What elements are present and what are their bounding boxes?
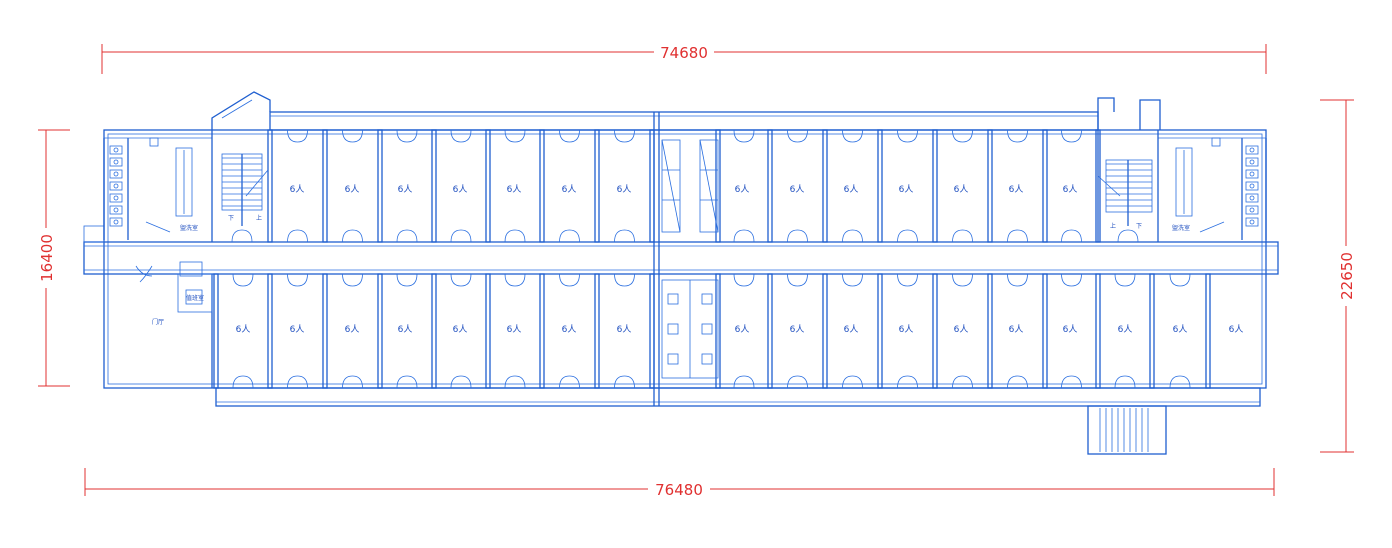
- right-washroom-label: 盥洗室: [1172, 224, 1190, 232]
- left-stair: 下 上: [211, 91, 271, 226]
- toilet-stall-icon: [109, 157, 123, 167]
- left-stair-up-label: 上: [256, 214, 262, 222]
- toilet-stall-icon: [109, 193, 123, 203]
- room-label-top: 6人: [790, 184, 805, 195]
- room-label-bottom: 6人: [1173, 324, 1188, 335]
- toilet-stall-icon: [1245, 145, 1259, 155]
- room-label-bottom: 6人: [290, 324, 305, 335]
- left-lobby: 值班室 门厅: [135, 261, 213, 388]
- room-label-top: 6人: [1063, 184, 1078, 195]
- toilet-stall-icon: [109, 205, 123, 215]
- dimension-bottom-label: 76480: [655, 481, 703, 499]
- middle-toilet-fixtures: [661, 279, 719, 379]
- toilet-icon: [701, 353, 713, 365]
- dimension-top-label: 74680: [660, 44, 708, 62]
- entrance-steps: [1087, 405, 1167, 455]
- room-label-bottom: 6人: [1229, 324, 1244, 335]
- toilet-stall-icon: [109, 169, 123, 179]
- room-label-top: 6人: [954, 184, 969, 195]
- dimension-bottom: 76480: [84, 468, 1275, 499]
- building-outline: [83, 111, 1279, 407]
- room-label-bottom: 6人: [899, 324, 914, 335]
- bottom-row-walls: [213, 273, 1211, 389]
- dimension-left: 16400: [36, 129, 70, 387]
- room-label-top: 6人: [290, 184, 305, 195]
- toilet-icon: [667, 323, 679, 335]
- right-stair-down-label: 下: [1136, 223, 1142, 230]
- right-toilet-fixtures: [1245, 145, 1259, 227]
- dimension-right: 22650: [1320, 99, 1356, 453]
- right-stair: 上 下: [1097, 97, 1161, 242]
- room-label-bottom: 6人: [954, 324, 969, 335]
- left-washroom-label: 盥洗室: [180, 224, 198, 232]
- room-label-bottom: 6人: [1063, 324, 1078, 335]
- toilet-icon: [667, 293, 679, 305]
- room-label-bottom: 6人: [453, 324, 468, 335]
- toilet-stall-icon: [1245, 157, 1259, 167]
- room-label-bottom: 6人: [790, 324, 805, 335]
- room-label-top: 6人: [899, 184, 914, 195]
- room-label-top: 6人: [345, 184, 360, 195]
- room-label-top: 6人: [453, 184, 468, 195]
- room-label-top: 6人: [398, 184, 413, 195]
- middle-stair-top: [661, 139, 719, 233]
- toilet-icon: [701, 323, 713, 335]
- room-label-bottom: 6人: [507, 324, 522, 335]
- door-swings: [231, 129, 1191, 389]
- toilet-stall-icon: [1245, 181, 1259, 191]
- room-label-bottom: 6人: [1009, 324, 1024, 335]
- dimension-left-label: 16400: [38, 234, 56, 282]
- room-label-top: 6人: [844, 184, 859, 195]
- dimension-right-label: 22650: [1338, 252, 1356, 300]
- toilet-stall-icon: [109, 217, 123, 227]
- right-toilet-block: 盥洗室: [1157, 130, 1267, 242]
- room-label-bottom: 6人: [562, 324, 577, 335]
- right-stair-up-label: 上: [1110, 222, 1116, 230]
- top-row-walls: [267, 129, 1101, 243]
- toilet-stall-icon: [1245, 217, 1259, 227]
- toilet-stall-icon: [109, 181, 123, 191]
- room-label-bottom: 6人: [844, 324, 859, 335]
- left-stair-down-label: 下: [228, 215, 234, 222]
- room-label-bottom: 6人: [345, 324, 360, 335]
- left-toilet-fixtures: [109, 145, 123, 227]
- room-label-bottom: 6人: [617, 324, 632, 335]
- duty-room-label: 值班室: [186, 294, 204, 302]
- dimension-top: 74680: [101, 42, 1267, 74]
- room-label-top: 6人: [735, 184, 750, 195]
- toilet-stall-icon: [1245, 205, 1259, 215]
- room-labels: 6人 6人 6人 6人 6人 6人 6人 6人 6人 6人 6人 6人 6人 6人 6人 6人 6人 6人 6人 6人…: [236, 184, 1244, 335]
- room-label-bottom: 6人: [735, 324, 750, 335]
- room-label-top: 6人: [507, 184, 522, 195]
- room-label-top: 6人: [562, 184, 577, 195]
- toilet-icon: [667, 353, 679, 365]
- room-label-top: 6人: [1009, 184, 1024, 195]
- lobby-label: 门厅: [152, 318, 164, 326]
- room-label-top: 6人: [617, 184, 632, 195]
- toilet-stall-icon: [109, 145, 123, 155]
- room-label-bottom: 6人: [1118, 324, 1133, 335]
- room-label-bottom: 6人: [398, 324, 413, 335]
- toilet-icon: [701, 293, 713, 305]
- toilet-stall-icon: [1245, 193, 1259, 203]
- left-toilet-block: 盥洗室: [103, 130, 213, 242]
- toilet-stall-icon: [1245, 169, 1259, 179]
- room-label-bottom: 6人: [236, 324, 251, 335]
